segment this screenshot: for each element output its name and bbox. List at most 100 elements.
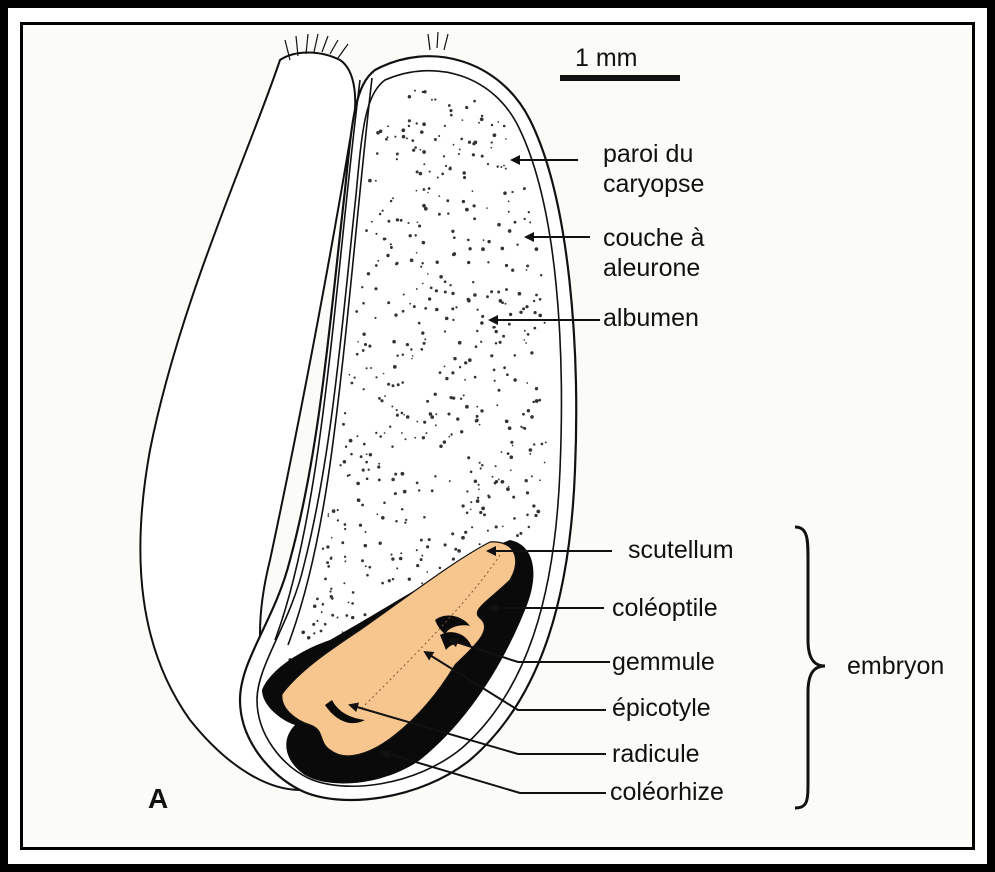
- stipple-dot: [503, 191, 507, 195]
- stipple-dot: [502, 335, 505, 338]
- stipple-dot: [526, 382, 528, 384]
- stipple-dot: [496, 165, 498, 167]
- stipple-dot: [341, 541, 344, 544]
- stipple-dot: [538, 399, 541, 402]
- stipple-dot: [416, 252, 418, 254]
- stipple-dot: [423, 421, 426, 424]
- stipple-dot: [343, 582, 345, 584]
- stipple-dot: [344, 560, 346, 562]
- stipple-dot: [526, 269, 528, 271]
- stipple-dot: [474, 479, 478, 483]
- stipple-dot: [401, 432, 403, 434]
- stipple-dot: [445, 377, 448, 380]
- stipple-dot: [400, 219, 403, 222]
- stipple-dot: [363, 613, 366, 616]
- stipple-dot: [345, 446, 347, 448]
- stipple-dot: [375, 376, 377, 378]
- stipple-dot: [424, 338, 426, 340]
- stipple-dot: [461, 504, 464, 507]
- stipple-dot: [466, 512, 469, 515]
- stipple-dot: [408, 95, 411, 98]
- stipple-dot: [421, 331, 424, 334]
- stipple-dot: [450, 114, 453, 117]
- stipple-dot: [416, 421, 418, 423]
- stipple-dot: [498, 479, 500, 481]
- stipple-dot: [470, 470, 473, 473]
- stipple-dot: [522, 427, 524, 429]
- stipple-dot: [451, 292, 454, 295]
- stipple-dot: [360, 455, 363, 458]
- stipple-dot: [526, 264, 529, 267]
- stipple-dot: [445, 317, 449, 321]
- stipple-dot: [394, 313, 397, 316]
- stipple-dot: [322, 548, 324, 550]
- stipple-dot: [363, 443, 366, 446]
- stipple-dot: [508, 229, 512, 233]
- stipple-dot: [313, 632, 315, 634]
- stipple-dot: [451, 371, 454, 374]
- stipple-dot: [486, 295, 489, 298]
- stipple-dot: [511, 191, 513, 193]
- stipple-dot: [444, 125, 446, 127]
- stipple-dot: [497, 223, 501, 227]
- stipple-dot: [384, 238, 386, 240]
- stipple-dot: [479, 462, 481, 464]
- stipple-dot: [451, 307, 454, 310]
- stipple-dot: [421, 555, 423, 557]
- stipple-dot: [532, 401, 535, 404]
- stipple-dot: [480, 341, 482, 343]
- stipple-dot: [505, 264, 508, 267]
- stipple-dot: [535, 387, 538, 390]
- stipple-dot: [460, 430, 463, 433]
- stipple-dot: [316, 620, 318, 622]
- stipple-dot: [394, 473, 397, 476]
- stipple-dot: [497, 121, 499, 123]
- stipple-dot: [332, 509, 336, 513]
- stipple-dot: [423, 342, 426, 345]
- stipple-dot: [414, 90, 416, 92]
- stipple-dot: [527, 409, 530, 412]
- stipple-dot: [453, 357, 456, 360]
- stipple-dot: [313, 604, 316, 607]
- stipple-dot: [330, 557, 333, 560]
- stipple-dot: [417, 221, 419, 223]
- stipple-dot: [487, 261, 489, 263]
- stipple-dot: [487, 163, 489, 165]
- stipple-dot: [471, 526, 473, 528]
- stipple-dot: [455, 306, 457, 308]
- stipple-dot: [366, 477, 369, 480]
- stipple-dot: [326, 561, 329, 564]
- stipple-dot: [355, 310, 358, 313]
- stipple-dot: [454, 548, 457, 551]
- stipple-dot: [462, 119, 464, 121]
- stipple-dot: [486, 207, 488, 209]
- stipple-dot: [457, 549, 461, 553]
- stipple-dot: [401, 472, 405, 476]
- stipple-dot: [443, 155, 445, 157]
- stipple-dot: [368, 345, 371, 348]
- stipple-dot: [460, 398, 462, 400]
- stipple-dot: [327, 565, 330, 568]
- stipple-dot: [481, 115, 483, 117]
- stipple-dot: [401, 508, 404, 511]
- stipple-dot: [410, 258, 414, 262]
- stipple-dot: [424, 307, 427, 310]
- stipple-dot: [402, 135, 406, 139]
- stipple-dot: [407, 222, 409, 224]
- stipple-dot: [527, 333, 530, 336]
- stipple-dot: [337, 509, 339, 511]
- label-epicotyle: épicotyle: [612, 694, 711, 722]
- stipple-dot: [436, 261, 439, 264]
- stipple-dot: [422, 436, 425, 439]
- stipple-dot: [464, 361, 467, 364]
- stipple-dot: [357, 498, 361, 502]
- stipple-dot: [505, 168, 507, 170]
- stipple-dot: [424, 207, 428, 211]
- stipple-dot: [490, 354, 493, 357]
- stipple-dot: [376, 513, 378, 515]
- stipple-dot: [462, 200, 465, 203]
- stipple-dot: [320, 630, 323, 633]
- stipple-dot: [456, 417, 459, 420]
- stipple-dot: [418, 489, 420, 491]
- stipple-dot: [421, 582, 423, 584]
